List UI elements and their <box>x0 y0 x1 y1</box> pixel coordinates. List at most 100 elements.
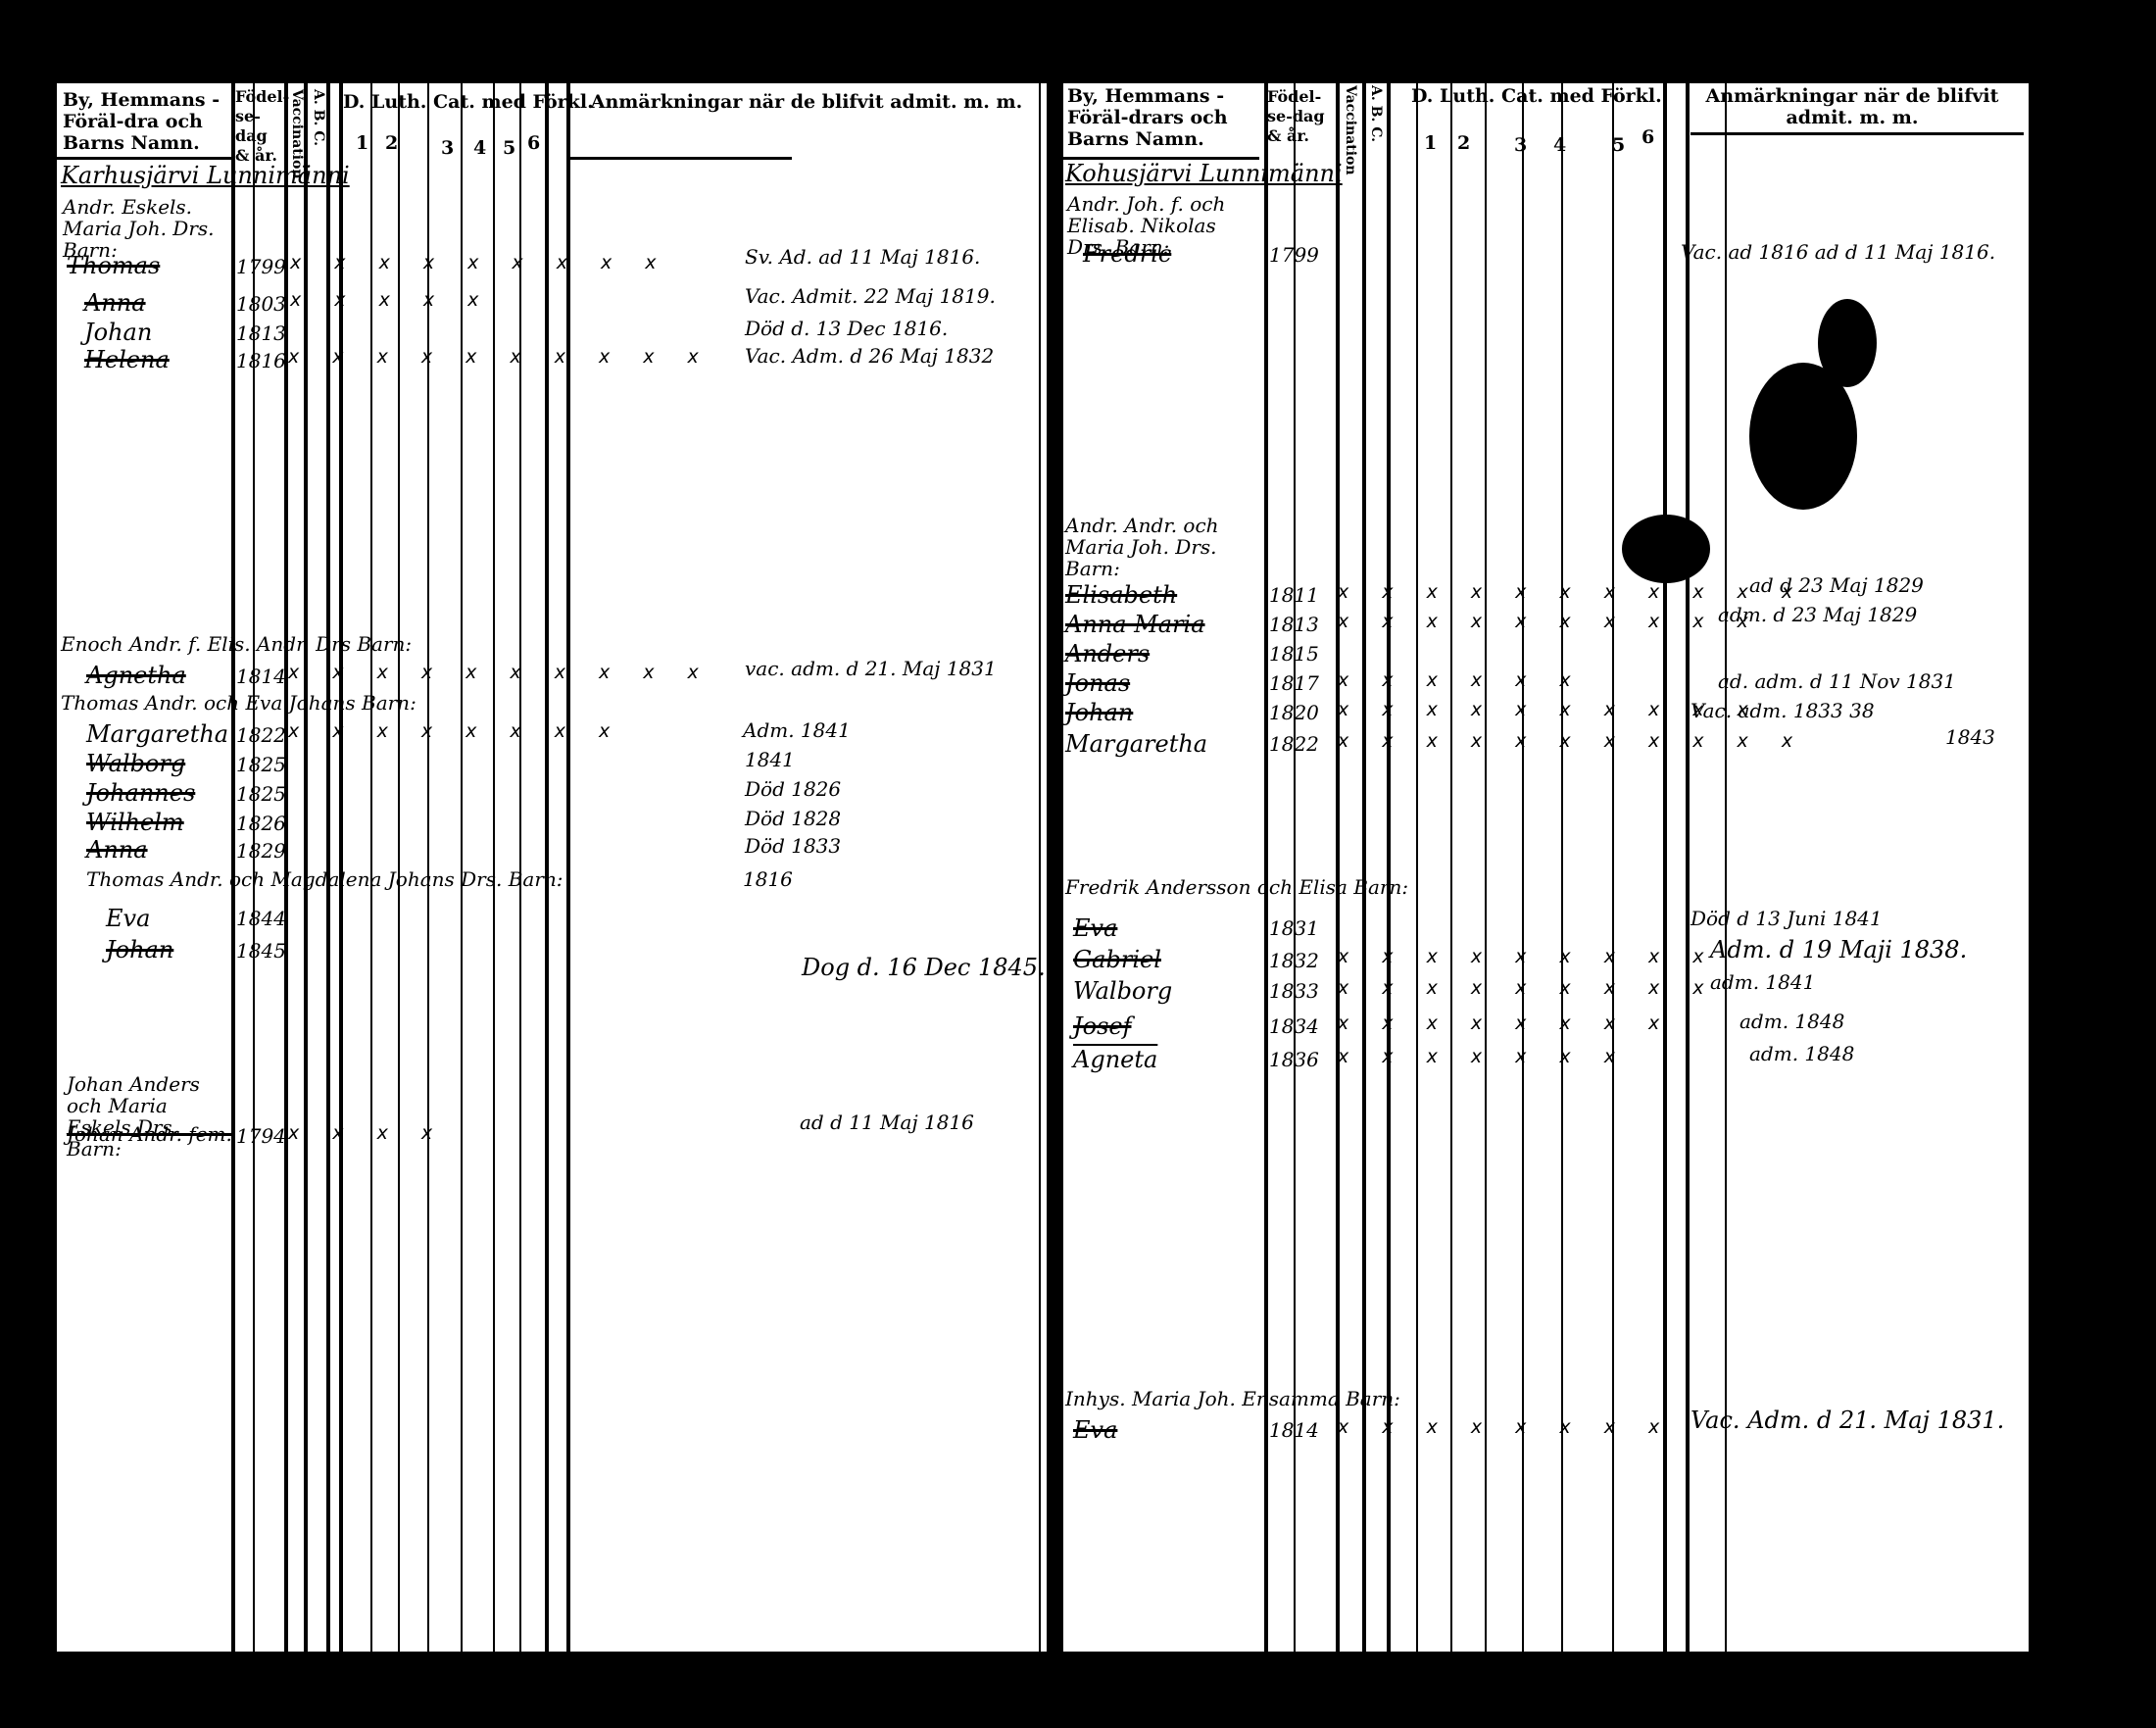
family-heading: Andr. Joh. f. och Elisab. Nikolas Drs. B… <box>1067 192 1226 259</box>
checkmarks: x x x x x x x x <box>288 720 624 742</box>
child-name: Walborg <box>1073 977 1173 1005</box>
remark: Vac. adm. 1833 38 <box>1690 699 1875 722</box>
child-name: Wilhelm <box>86 809 184 836</box>
ink-stain <box>1818 299 1877 387</box>
birth-year: 1803 <box>236 292 286 316</box>
column-rule <box>566 83 570 1652</box>
lesson-6: 6 <box>527 132 541 154</box>
remark: 1841 <box>745 748 795 771</box>
lesson-1: 1 <box>1424 132 1438 154</box>
child-name: Jonas <box>1065 669 1131 697</box>
column-rule <box>1561 83 1563 1652</box>
birth-year: 1844 <box>236 907 286 930</box>
column-rule <box>1663 83 1667 1652</box>
column-rule <box>304 83 308 1652</box>
birth-year: 1845 <box>236 939 286 963</box>
header-birthdate: Födel-se-dag & år. <box>235 87 290 165</box>
birth-year: 1816 <box>236 349 286 372</box>
child-name: Johan <box>106 936 174 963</box>
village-name: Karhusjärvi Lunnimänni <box>61 162 350 189</box>
birth-year: 1794 <box>236 1124 286 1148</box>
header-abc: A. B. C. <box>1368 85 1384 142</box>
remark: ad d 11 Maj 1816 <box>800 1111 974 1134</box>
child-name: Thomas <box>67 252 161 279</box>
remark: adm. 1841 <box>1710 970 1816 994</box>
checkmarks: x x x x x x <box>1338 669 1585 691</box>
child-name: Eva <box>106 905 151 932</box>
birth-year: 1836 <box>1269 1048 1319 1071</box>
lesson-1: 1 <box>356 132 369 154</box>
family-heading: Inhys. Maria Joh. Ensamma Barn: <box>1065 1387 1400 1410</box>
remark: Vac. ad 1816 ad d 11 Maj 1816. <box>1681 240 1996 264</box>
column-rule <box>253 83 255 1652</box>
checkmarks: x x x x x x x x <box>1338 1416 1674 1438</box>
birth-year: 1815 <box>1269 642 1319 666</box>
birth-year: 1813 <box>236 321 286 345</box>
remark: ad d 23 Maj 1829 <box>1749 573 1924 597</box>
family-heading: Fredrik Andersson och Elisa Barn: <box>1065 875 1409 899</box>
birth-year: 1834 <box>1269 1014 1319 1038</box>
lesson-3: 3 <box>441 137 455 159</box>
remark: Död 1833 <box>745 834 842 858</box>
child-name: Elisabeth <box>1065 581 1178 609</box>
child-name: Eva <box>1073 914 1118 942</box>
child-name: Anna <box>86 836 148 864</box>
column-rule <box>1522 83 1524 1652</box>
column-rule <box>1612 83 1614 1652</box>
family-heading: Thomas Andr. och Magdalena Johans Drs. B… <box>86 867 564 891</box>
birth-year: 1813 <box>1269 613 1319 636</box>
checkmarks: x x x x x x x x x x <box>1338 611 1762 632</box>
child-name: Gabriel <box>1073 946 1161 973</box>
birth-year: 1817 <box>1269 671 1319 695</box>
remark: Adm. 1841 <box>743 718 851 742</box>
family-heading: Johan Anders och Maria Eskels Drs. Barn: <box>67 1072 200 1160</box>
right-page: By, Hemmans - Föräl-drars och Barns Namn… <box>1063 83 2029 1652</box>
child-name: Margaretha <box>86 720 229 748</box>
header-vaccination: Vaccination <box>1343 85 1358 175</box>
child-name: Walborg <box>86 750 186 777</box>
remark: 1843 <box>1945 725 1995 749</box>
column-rule <box>1450 83 1452 1652</box>
lesson-4: 4 <box>1553 134 1567 156</box>
birth-year: 1826 <box>236 812 286 835</box>
child-name: Josef <box>1073 1012 1132 1040</box>
checkmarks: x x x x x <box>290 289 493 311</box>
remark: Vac. Admit. 22 Maj 1819. <box>745 284 996 308</box>
checkmarks: x x x x x x x x x <box>290 252 670 273</box>
lesson-4: 4 <box>473 137 487 159</box>
header-names: By, Hemmans - Föräl-dra och Barns Namn. <box>63 89 220 154</box>
checkmarks: x x x x <box>288 1122 447 1144</box>
child-name: Anna Maria <box>1065 611 1205 638</box>
column-rule <box>231 83 235 1652</box>
child-name: Agnetha <box>86 662 186 689</box>
column-rule <box>427 83 429 1652</box>
checkmarks: x x x x x x x x x x x <box>1338 581 1807 603</box>
remark: Död d 13 Juni 1841 <box>1690 907 1883 930</box>
checkmarks: x x x x x x x x x x x <box>1338 730 1807 752</box>
remark: 1816 <box>743 867 793 891</box>
book-gutter <box>1047 59 1063 1676</box>
birth-year: 1811 <box>1269 583 1319 607</box>
lesson-5: 5 <box>503 137 516 159</box>
remark: Vac. Adm. d 21. Maj 1831. <box>1690 1407 2005 1434</box>
child-name: Johan <box>84 319 153 346</box>
birth-year: 1832 <box>1269 949 1319 972</box>
column-rule <box>326 83 330 1652</box>
column-rule <box>545 83 549 1652</box>
checkmarks: x x x x x x x x x <box>1338 946 1718 967</box>
header-catechism: D. Luth. Cat. med Förkl. <box>1411 85 1662 107</box>
birth-year: 1799 <box>1269 243 1319 267</box>
column-rule <box>1686 83 1690 1652</box>
remark: Vac. Adm. d 26 Maj 1832 <box>745 344 995 368</box>
birth-year: 1814 <box>1269 1418 1319 1442</box>
checkmarks: x x x x x x x <box>1338 1046 1629 1067</box>
checkmarks: x x x x x x x x x x <box>288 346 712 368</box>
remark: Sv. Ad. ad 11 Maj 1816. <box>745 245 981 269</box>
birth-year: 1822 <box>1269 732 1319 756</box>
family-heading: Thomas Andr. och Eva Johans Barn: <box>61 691 416 715</box>
lesson-6: 6 <box>1642 126 1655 148</box>
family-heading: Enoch Andr. f. Elis. Andr. Drs Barn: <box>61 632 413 656</box>
child-name: Agneta <box>1073 1046 1158 1073</box>
header-catechism: D. Luth. Cat. med Förkl. <box>343 91 594 113</box>
